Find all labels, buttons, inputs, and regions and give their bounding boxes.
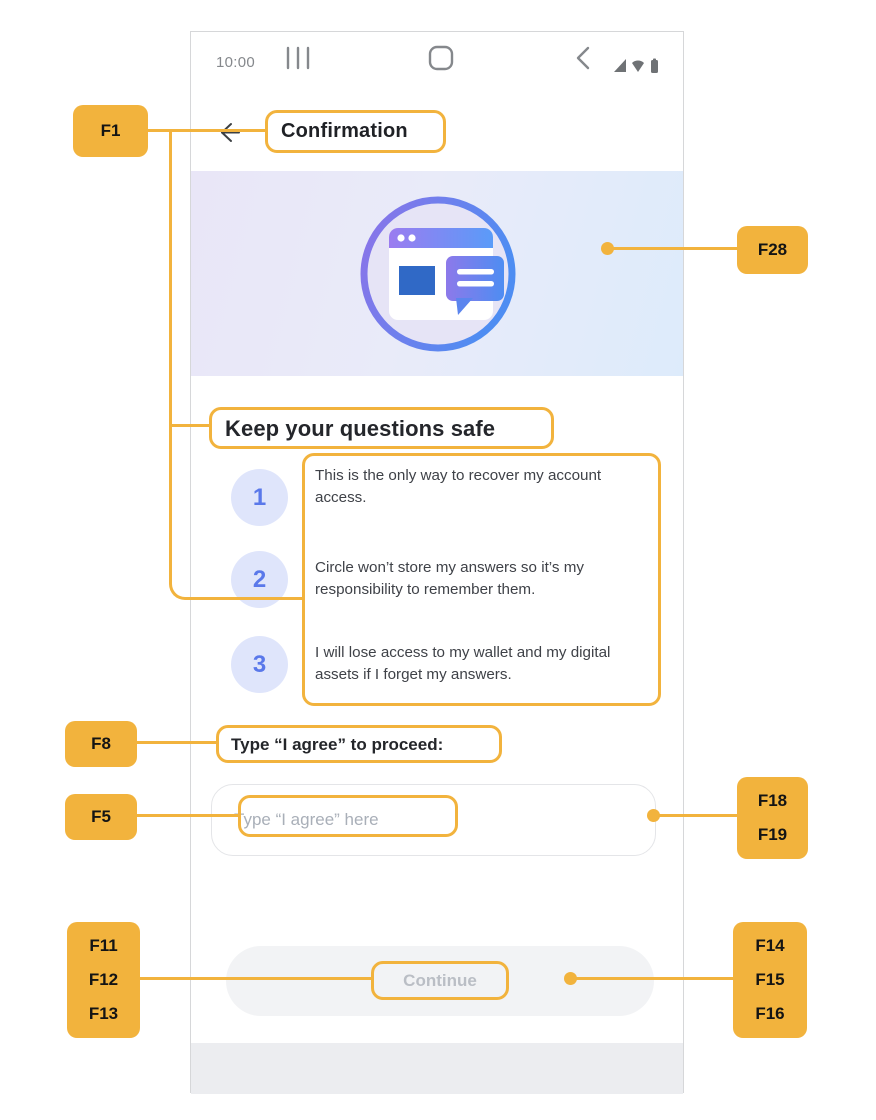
annotation-branch-f1	[169, 424, 212, 427]
browser-chat-icon	[354, 190, 522, 363]
annotation-line-f5	[137, 814, 240, 817]
annotation-dot-f14	[564, 972, 577, 985]
agree-instruction-label: Type “I agree” to proceed:	[231, 735, 444, 754]
highlight-box-title	[265, 110, 446, 153]
annotation-label-f8: F8	[65, 721, 137, 767]
highlight-box-list	[302, 453, 661, 706]
list-item: This is the only way to recover my accou…	[315, 467, 602, 506]
annotation-label-f1: F1	[73, 105, 148, 157]
home-icon[interactable]	[428, 45, 454, 76]
annotation-line-f14	[570, 977, 733, 980]
list-number-badge: 1	[231, 469, 288, 526]
list-item: I will lose access to my wallet and my d…	[315, 644, 611, 683]
page-title: Confirmation	[281, 120, 408, 142]
annotation-label-f14-f16: F14 F15 F16	[733, 922, 807, 1038]
annotation-label-f28: F28	[737, 226, 808, 274]
highlight-box-heading	[209, 407, 554, 449]
battery-icon	[651, 60, 658, 73]
signal-icon	[614, 59, 626, 72]
battery-cap	[653, 58, 656, 61]
annotation-connector-f1	[169, 130, 304, 600]
status-icons	[613, 58, 663, 79]
highlight-box-agree-label	[216, 725, 502, 763]
section-heading: Keep your questions safe	[225, 416, 496, 441]
highlight-box-continue	[371, 961, 509, 1000]
recent-apps-icon[interactable]	[283, 45, 313, 76]
annotation-line-f18	[653, 814, 737, 817]
continue-button[interactable]: Continue	[226, 946, 654, 1016]
highlight-box-placeholder	[238, 795, 458, 837]
annotation-line-f11	[140, 977, 373, 980]
android-nav-bar	[191, 1043, 683, 1094]
annotation-label-f5: F5	[65, 794, 137, 840]
list-item: Circle won’t store my answers so it’s my…	[315, 559, 584, 598]
annotation-label-f11-f13: F11 F12 F13	[67, 922, 140, 1038]
wifi-icon	[632, 60, 644, 72]
annotation-line-f8	[137, 741, 217, 744]
annotation-label-f18-f19: F18 F19	[737, 777, 808, 859]
status-time: 10:00	[216, 54, 256, 71]
list-number-badge: 3	[231, 636, 288, 693]
annotation-line-f28	[607, 247, 737, 250]
annotation-line-f1	[148, 129, 267, 132]
annotation-dot-f28	[601, 242, 614, 255]
back-arrow-icon[interactable]	[215, 119, 242, 151]
nav-back-icon[interactable]	[571, 45, 597, 76]
annotation-dot-f18	[647, 809, 660, 822]
